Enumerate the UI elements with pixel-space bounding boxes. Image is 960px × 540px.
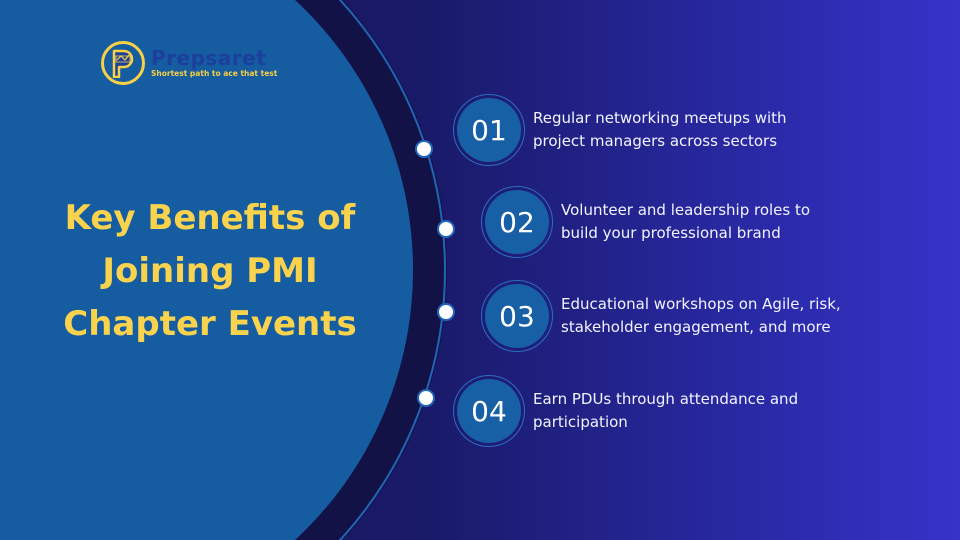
timeline-dot-2 [437, 220, 455, 238]
brand-name: Prepsaret [151, 46, 267, 70]
number-badge: 04 [453, 375, 525, 447]
p-logo-icon [101, 41, 145, 85]
benefit-text-line-2: project managers across sectors [533, 132, 778, 150]
benefit-text-line-1: Educational workshops on Agile, risk, [561, 295, 841, 313]
benefit-text-line-1: Volunteer and leadership roles to [561, 201, 811, 219]
benefit-text: Volunteer and leadership roles to build … [561, 199, 891, 245]
benefit-text: Earn PDUs through attendance and partici… [533, 388, 863, 434]
benefit-text-line-2: build your professional brand [561, 224, 781, 242]
benefit-text-line-2: participation [533, 413, 628, 431]
title-panel-circle [0, 0, 413, 540]
page-title: Key Benefits of Joining PMI Chapter Even… [40, 192, 380, 351]
benefit-text: Educational workshops on Agile, risk, st… [561, 293, 891, 339]
timeline-arc [0, 0, 446, 540]
title-line-3: Chapter Events [63, 304, 357, 344]
number-label: 03 [485, 284, 549, 348]
title-line-1: Key Benefits of [64, 198, 356, 238]
benefit-text: Regular networking meetups with project … [533, 107, 863, 153]
benefit-item-3: 03 Educational workshops on Agile, risk,… [481, 280, 891, 352]
timeline-dot-1 [415, 140, 433, 158]
timeline-dot-4 [417, 389, 435, 407]
title-line-2: Joining PMI [102, 251, 318, 291]
timeline-dot-3 [437, 303, 455, 321]
number-label: 01 [457, 98, 521, 162]
brand-logo: Prepsaret Shortest path to ace that test [101, 41, 277, 85]
benefit-item-2: 02 Volunteer and leadership roles to bui… [481, 186, 891, 258]
number-badge: 03 [481, 280, 553, 352]
benefit-text-line-2: stakeholder engagement, and more [561, 318, 831, 336]
benefit-text-line-1: Earn PDUs through attendance and [533, 390, 799, 408]
number-badge: 02 [481, 186, 553, 258]
benefit-text-line-1: Regular networking meetups with [533, 109, 787, 127]
number-label: 04 [457, 379, 521, 443]
benefit-item-4: 04 Earn PDUs through attendance and part… [453, 375, 863, 447]
number-label: 02 [485, 190, 549, 254]
number-badge: 01 [453, 94, 525, 166]
brand-tagline: Shortest path to ace that test [151, 69, 278, 78]
benefit-item-1: 01 Regular networking meetups with proje… [453, 94, 863, 166]
